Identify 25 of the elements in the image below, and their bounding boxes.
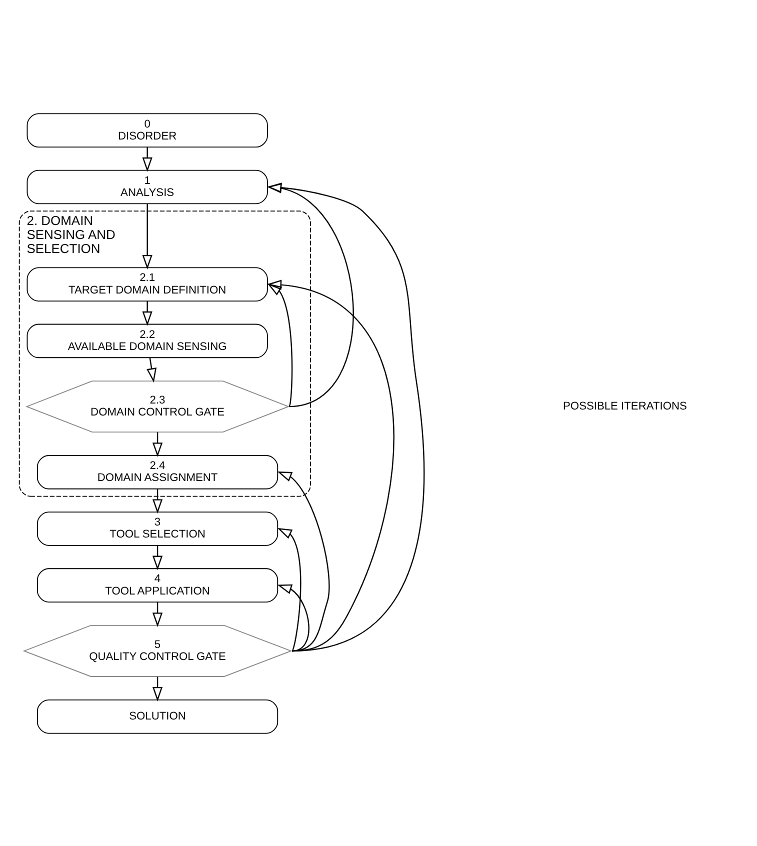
node-box: 2.2 AVAILABLE DOMAIN SENSING <box>26 323 268 358</box>
arrow <box>152 488 163 514</box>
arrow <box>277 527 302 651</box>
arrow <box>152 602 163 627</box>
node-box: 2.4 DOMAIN ASSIGNMENT <box>36 454 278 489</box>
arrow <box>267 282 293 406</box>
node-box: 0 DISORDER <box>26 112 268 148</box>
node-box: 4 TOOL APPLICATION <box>36 568 278 602</box>
node-box: 1 ANALYSIS <box>26 169 268 204</box>
arrow <box>277 471 330 652</box>
arrow <box>267 182 354 407</box>
arrow <box>142 146 152 172</box>
arrow <box>152 432 163 457</box>
arrow <box>142 203 152 269</box>
node-box: 3 TOOL SELECTION <box>36 511 278 546</box>
node-box: 2.1 TARGET DOMAIN DEFINITION <box>26 266 268 302</box>
arrow <box>152 545 163 570</box>
arrow <box>142 300 152 326</box>
arrow <box>146 357 157 382</box>
arrow <box>267 279 394 652</box>
arrow <box>277 584 310 652</box>
label: POSSIBLE ITERATIONS <box>563 400 687 412</box>
node-box: SOLUTION <box>36 698 278 734</box>
arrow <box>267 182 425 652</box>
arrow <box>152 676 163 701</box>
